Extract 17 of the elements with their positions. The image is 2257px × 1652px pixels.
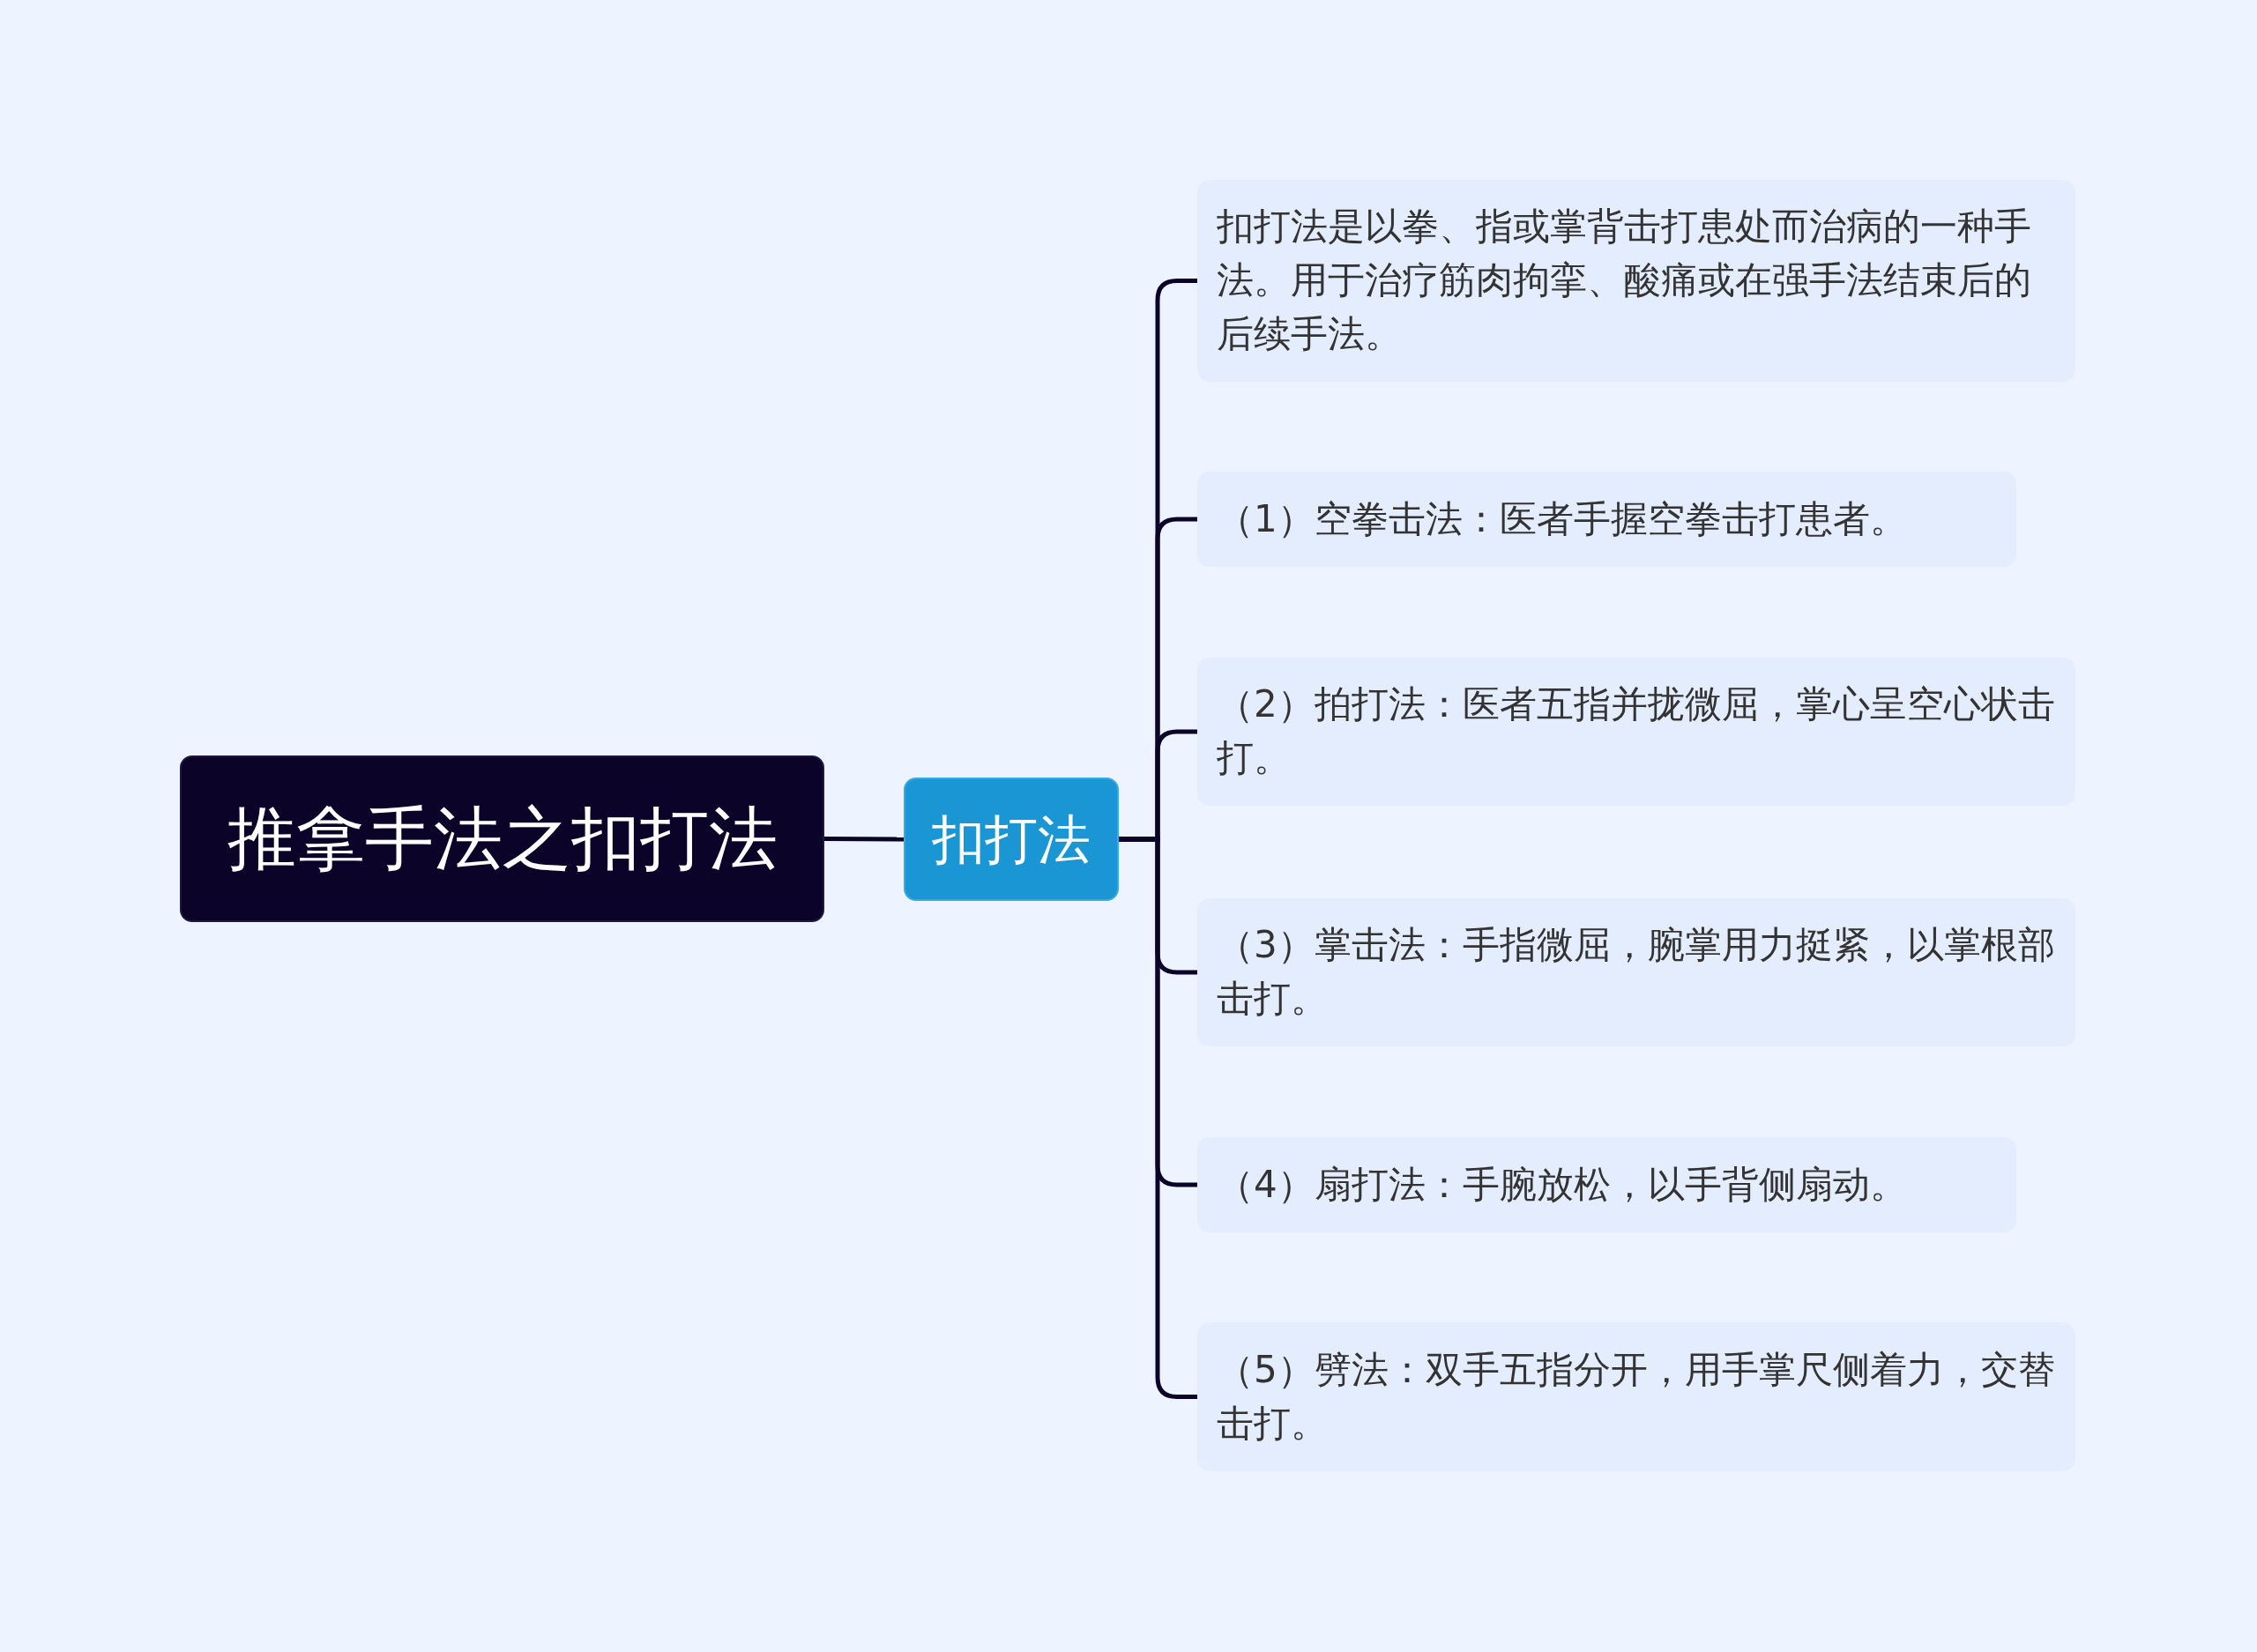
topic-text: 扣打法是以拳、指或掌背击打患处而治病的一种手法。用于治疗筋肉拘挛、酸痛或在强手法结束后的后续手法。 — [1217, 204, 2032, 357]
topic-text: （5）劈法：双手五指分开，用手掌尺侧着力，交替击打。 — [1217, 1346, 2056, 1447]
subtopic-box — [1197, 472, 2016, 567]
topic-text: 推拿手法之扣打法 — [227, 797, 778, 880]
subtopic-box — [1197, 1137, 2016, 1232]
subtopic-box — [1197, 1322, 2075, 1471]
subtopic-box — [1197, 898, 2075, 1046]
topic-text: 扣打法 — [932, 807, 1091, 872]
topic-text: （3）掌击法：手指微屈，腕掌用力挺紧，以掌根部击打。 — [1217, 922, 2056, 1022]
topic-text: （4）扇打法：手腕放松，以手背侧扇动。 — [1217, 1161, 1907, 1208]
connector-line — [824, 837, 904, 842]
subtopic-box — [1197, 658, 2075, 806]
topic-text: （2）拍打法：医者五指并拢微屈，掌心呈空心状击打。 — [1217, 681, 2056, 781]
root-topic-box — [180, 755, 824, 922]
subtopic-box — [1197, 180, 2075, 382]
topic-box — [904, 778, 1119, 901]
topic-text: （1）空拳击法：医者手握空拳击打患者。 — [1217, 495, 1907, 542]
